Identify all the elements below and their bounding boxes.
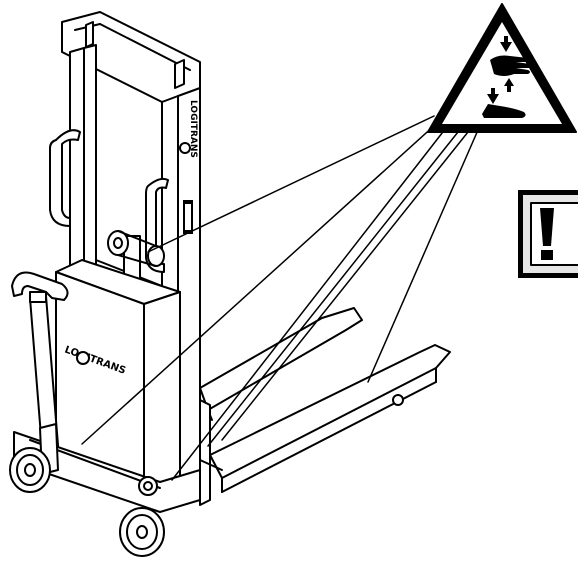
fork-front	[209, 344, 451, 493]
hand-foot-crush-icon	[482, 36, 532, 118]
battery-box: LOGITRANS	[55, 259, 181, 491]
wheel-front-left	[9, 447, 51, 493]
mast-handle-left	[49, 129, 81, 227]
exclamation-icon	[540, 208, 554, 260]
crush-hazard-triangle	[427, 3, 577, 133]
general-warning-box	[518, 190, 578, 278]
wheel-front-right	[119, 507, 165, 557]
mast-brand-text: LOGITRANS	[188, 100, 198, 158]
callout-lines	[81, 115, 479, 481]
mast-brand-panel: LOGITRANS	[179, 100, 198, 234]
